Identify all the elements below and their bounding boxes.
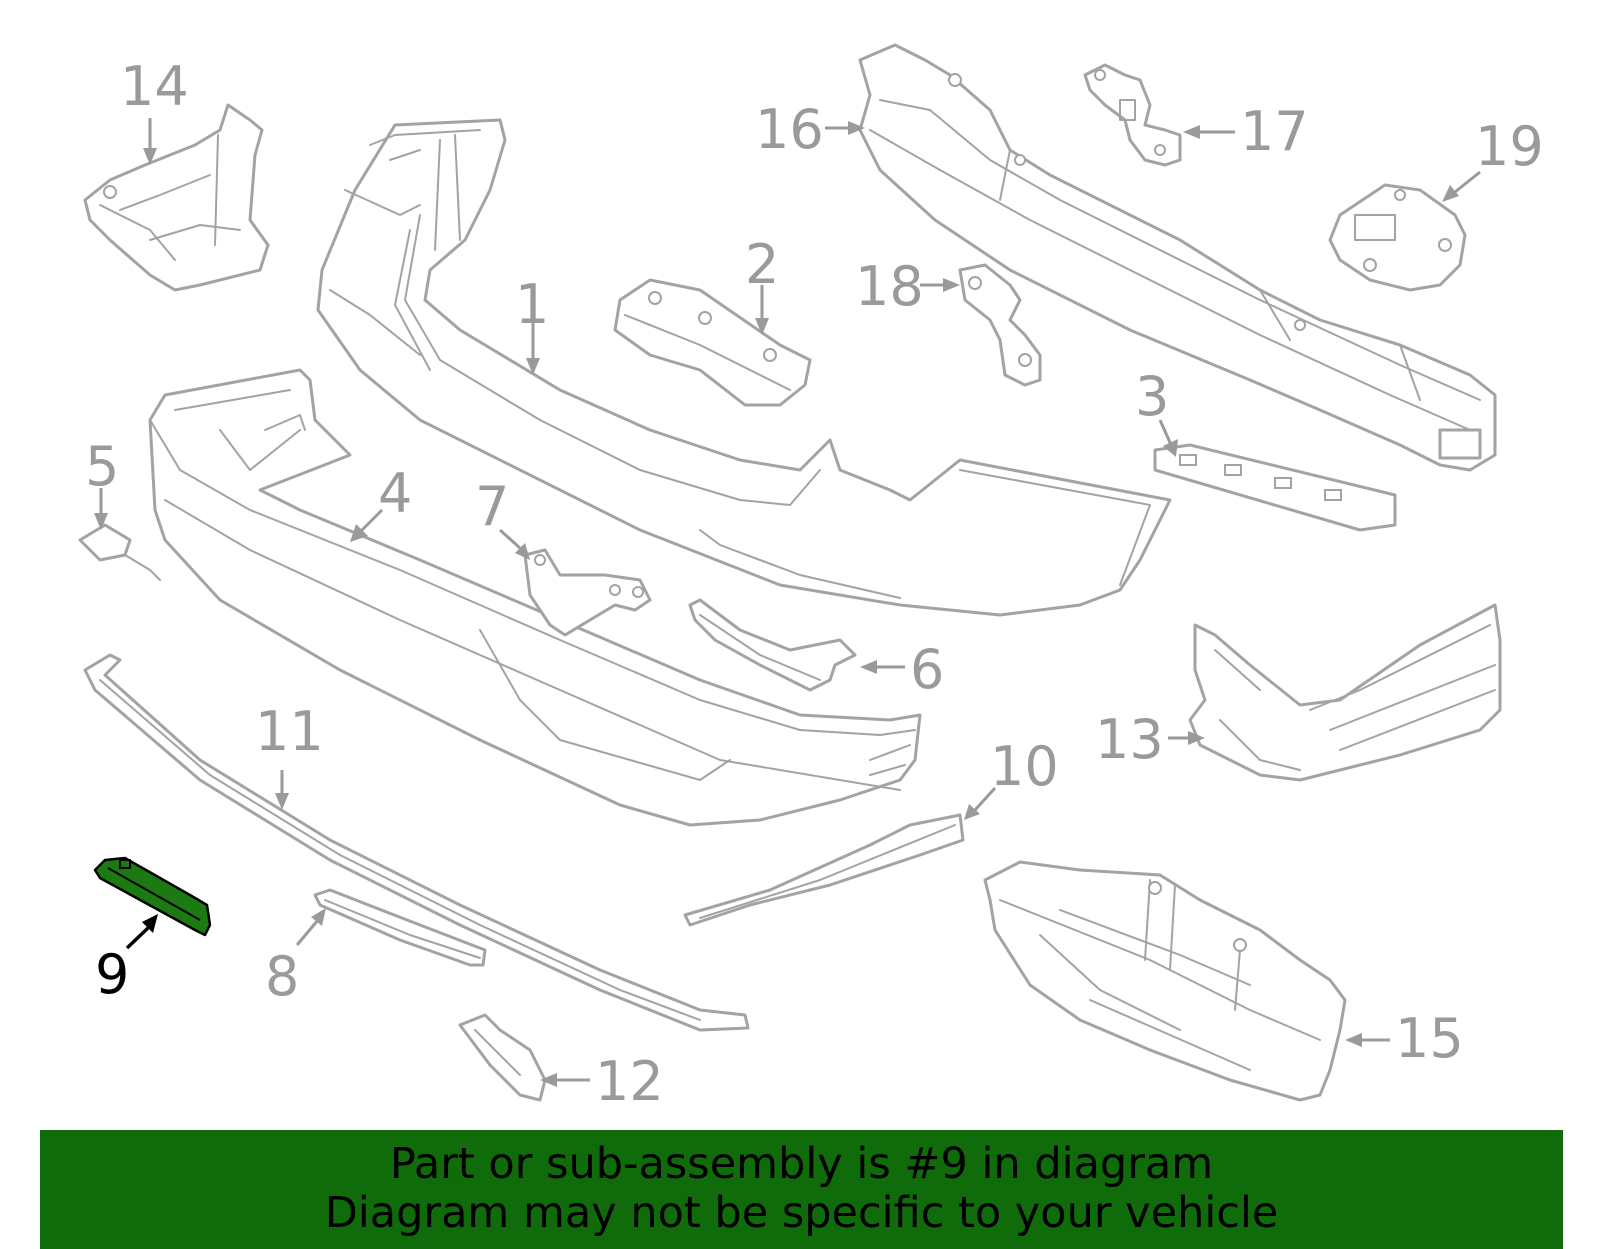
part-13-side-bracket[interactable] [1188,603,1502,782]
part-3-bracket-strip[interactable] [1153,443,1397,532]
callout-17: 17 [1240,100,1309,163]
callout-2: 2 [745,233,779,296]
callout-16: 16 [755,98,824,161]
banner-line-2: Diagram may not be specific to your vehi… [324,1188,1279,1238]
part-16-reinforcement[interactable] [858,43,1497,472]
callout-4: 4 [378,462,412,525]
callout-13: 13 [1095,708,1164,771]
callout-9: 9 [95,943,129,1006]
callout-5: 5 [85,435,119,498]
part-18-bracket[interactable] [958,263,1042,387]
leader-lines [94,118,1481,1087]
banner-line-1: Part or sub-assembly is #9 in diagram [389,1139,1214,1189]
callout-14: 14 [120,55,189,118]
callout-3: 3 [1135,365,1169,428]
callout-15: 15 [1395,1007,1464,1070]
part-2-bracket[interactable] [613,278,812,407]
callout-1: 1 [515,273,549,336]
part-12-bracket[interactable] [458,1013,547,1102]
parts-diagram: 1 2 3 4 5 6 7 8 9 10 11 12 13 14 15 16 1… [78,43,1544,1113]
info-banner: Part or sub-assembly is #9 in diagram Di… [40,1130,1563,1249]
part-17-bracket[interactable] [1083,63,1182,167]
callout-11: 11 [255,700,324,763]
part-19-mount[interactable] [1328,183,1467,292]
part-6-bracket[interactable] [688,598,857,692]
callout-19: 19 [1475,115,1544,178]
part-7-bracket[interactable] [523,548,652,637]
callout-7: 7 [475,475,509,538]
callout-8: 8 [265,945,299,1008]
part-5-clip[interactable] [78,523,161,581]
callout-6: 6 [910,638,944,701]
callout-labels: 1 2 3 4 5 6 7 8 9 10 11 12 13 14 15 16 1… [85,55,1544,1113]
part-15-undercover[interactable] [983,860,1347,1102]
callout-12: 12 [595,1050,664,1113]
part-14-bracket[interactable] [83,103,270,292]
part-4-lower-cover[interactable] [148,368,922,827]
callout-18: 18 [855,255,924,318]
part-9-highlighted[interactable] [93,856,212,937]
part-8-molding[interactable] [313,888,487,967]
part-11-trim[interactable] [83,653,750,1032]
part-1-bumper-cover[interactable] [316,118,1172,617]
callout-10: 10 [990,735,1059,798]
part-10-molding[interactable] [683,813,965,927]
